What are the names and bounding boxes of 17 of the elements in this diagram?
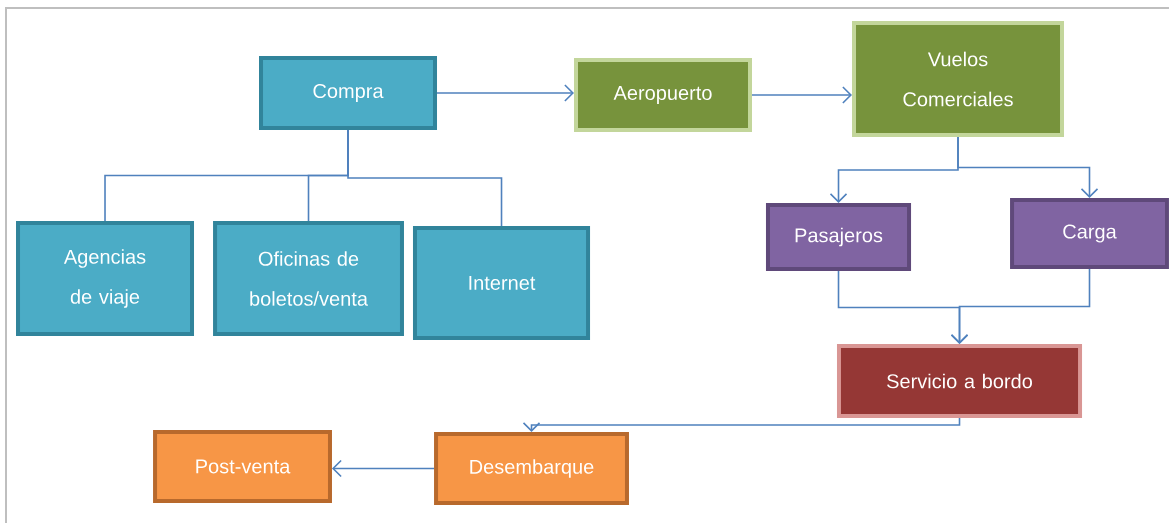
process-box: Internet (413, 226, 591, 340)
process-box: Pasajeros (766, 203, 912, 271)
arrow (751, 86, 852, 104)
arrow (522, 417, 961, 432)
arrow (436, 84, 574, 102)
arrow (331, 459, 435, 478)
arrow (957, 136, 1099, 199)
process-box: Vuelos Comerciales (852, 21, 1064, 137)
process-box: Carga (1010, 198, 1169, 269)
process-box: Post-venta (153, 429, 332, 503)
process-box: Desembarque (434, 431, 629, 506)
process-box: Agencias de viaje (16, 221, 194, 336)
process-box: Servicio a bordo (837, 344, 1083, 418)
arrow (950, 268, 1091, 344)
process-box: Compra (259, 56, 437, 130)
process-box: Oficinas de boletos/venta (213, 221, 404, 336)
process-box: Aeropuerto (574, 58, 752, 132)
